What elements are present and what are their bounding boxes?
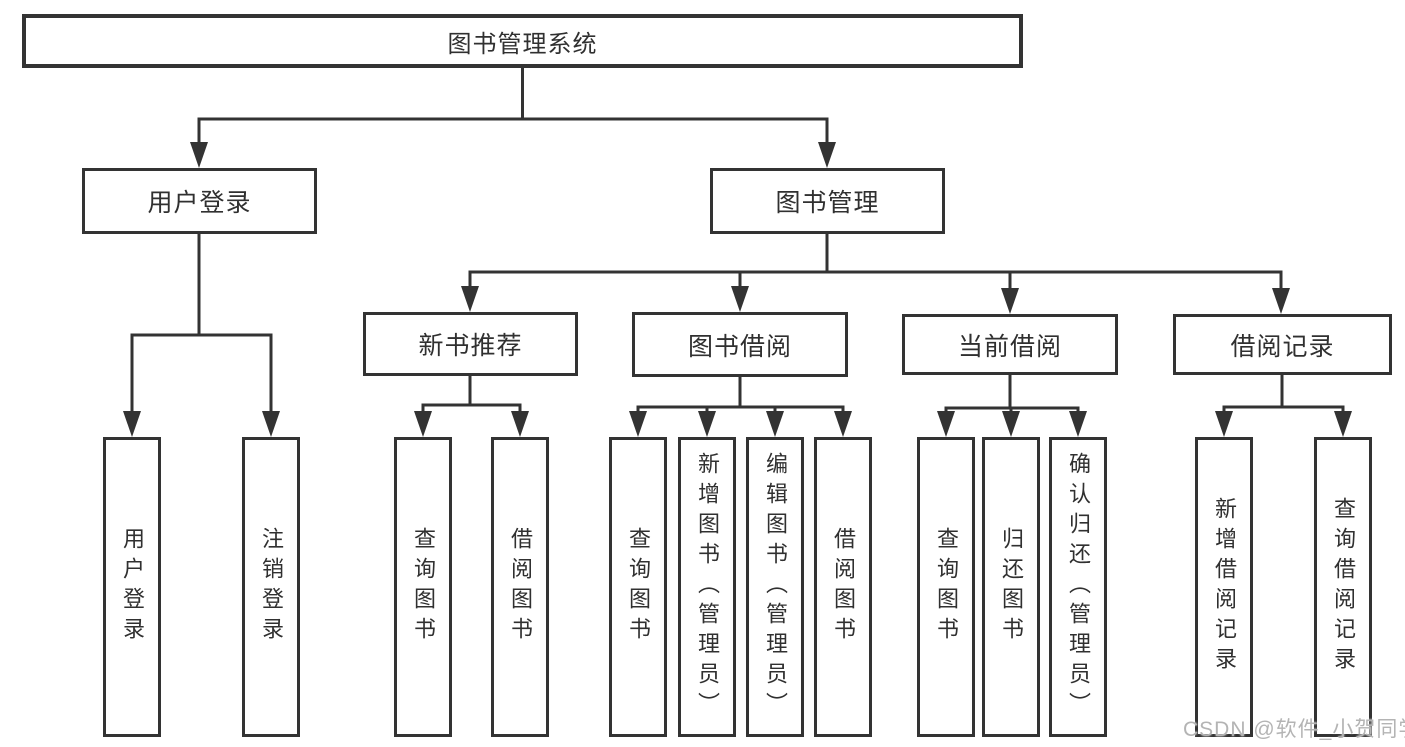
node-book-borrow: 图书借阅 (632, 312, 848, 377)
leaf-query-books-borrow-label: 查询图书 (626, 527, 651, 647)
leaf-borrow-books-borrow: 借阅图书 (814, 437, 872, 737)
leaf-confirm-return-admin: 确认归还（管理员） (1049, 437, 1107, 737)
leaf-add-borrow-record-label: 新增借阅记录 (1212, 497, 1237, 677)
leaf-user-login: 用户登录 (103, 437, 161, 737)
leaf-query-books-current: 查询图书 (917, 437, 975, 737)
connector-records-to-leaves (1215, 375, 1352, 437)
node-current-borrow-label: 当前借阅 (957, 332, 1062, 361)
leaf-query-borrow-record-label: 查询借阅记录 (1331, 497, 1356, 677)
leaf-return-book-label: 归还图书 (999, 527, 1024, 647)
leaf-borrow-books-borrow-label: 借阅图书 (831, 527, 856, 647)
node-library-management-system-label: 图书管理系统 (447, 30, 598, 58)
node-library-management-system: 图书管理系统 (22, 14, 1023, 68)
connector-recommend-to-leaves (414, 375, 529, 437)
leaf-query-books-recommend-label: 查询图书 (411, 527, 436, 647)
leaf-borrow-books-recommend: 借阅图书 (491, 437, 549, 737)
csdn-watermark: CSDN @软件_小贺同学 (1183, 718, 1405, 741)
leaf-add-book-admin: 新增图书（管理员） (678, 437, 736, 737)
node-book-management-label: 图书管理 (775, 189, 880, 217)
connector-bookmgmt-to-level3 (461, 234, 1290, 314)
leaf-query-books-borrow: 查询图书 (609, 437, 667, 737)
leaf-borrow-books-recommend-label: 借阅图书 (508, 527, 533, 647)
node-borrow-records-label: 借阅记录 (1230, 332, 1335, 361)
leaf-query-books-recommend: 查询图书 (394, 437, 452, 737)
leaf-add-book-admin-label: 新增图书（管理员） (695, 452, 720, 722)
node-borrow-records: 借阅记录 (1173, 314, 1392, 375)
leaf-edit-book-admin-label: 编辑图书（管理员） (763, 452, 788, 722)
node-current-borrow: 当前借阅 (902, 314, 1118, 375)
leaf-logout-label: 注销登录 (259, 527, 284, 647)
node-new-book-recommend-label: 新书推荐 (418, 332, 523, 360)
connector-borrow-to-leaves (629, 377, 852, 437)
leaf-confirm-return-admin-label: 确认归还（管理员） (1066, 452, 1091, 722)
node-user-login-label: 用户登录 (147, 189, 252, 217)
leaf-user-login-label: 用户登录 (120, 527, 145, 647)
connector-userlogin-to-leaves (123, 234, 280, 437)
leaf-add-borrow-record: 新增借阅记录 (1195, 437, 1253, 737)
node-book-borrow-label: 图书借阅 (687, 332, 792, 361)
leaf-query-borrow-record: 查询借阅记录 (1314, 437, 1372, 737)
node-user-login: 用户登录 (82, 168, 317, 234)
connector-root-to-level2 (190, 68, 836, 168)
leaf-query-books-current-label: 查询图书 (934, 527, 959, 647)
leaf-edit-book-admin: 编辑图书（管理员） (746, 437, 804, 737)
leaf-logout: 注销登录 (242, 437, 300, 737)
connector-current-to-leaves (937, 375, 1087, 437)
leaf-return-book: 归还图书 (982, 437, 1040, 737)
node-new-book-recommend: 新书推荐 (363, 312, 578, 376)
node-book-management: 图书管理 (710, 168, 945, 234)
